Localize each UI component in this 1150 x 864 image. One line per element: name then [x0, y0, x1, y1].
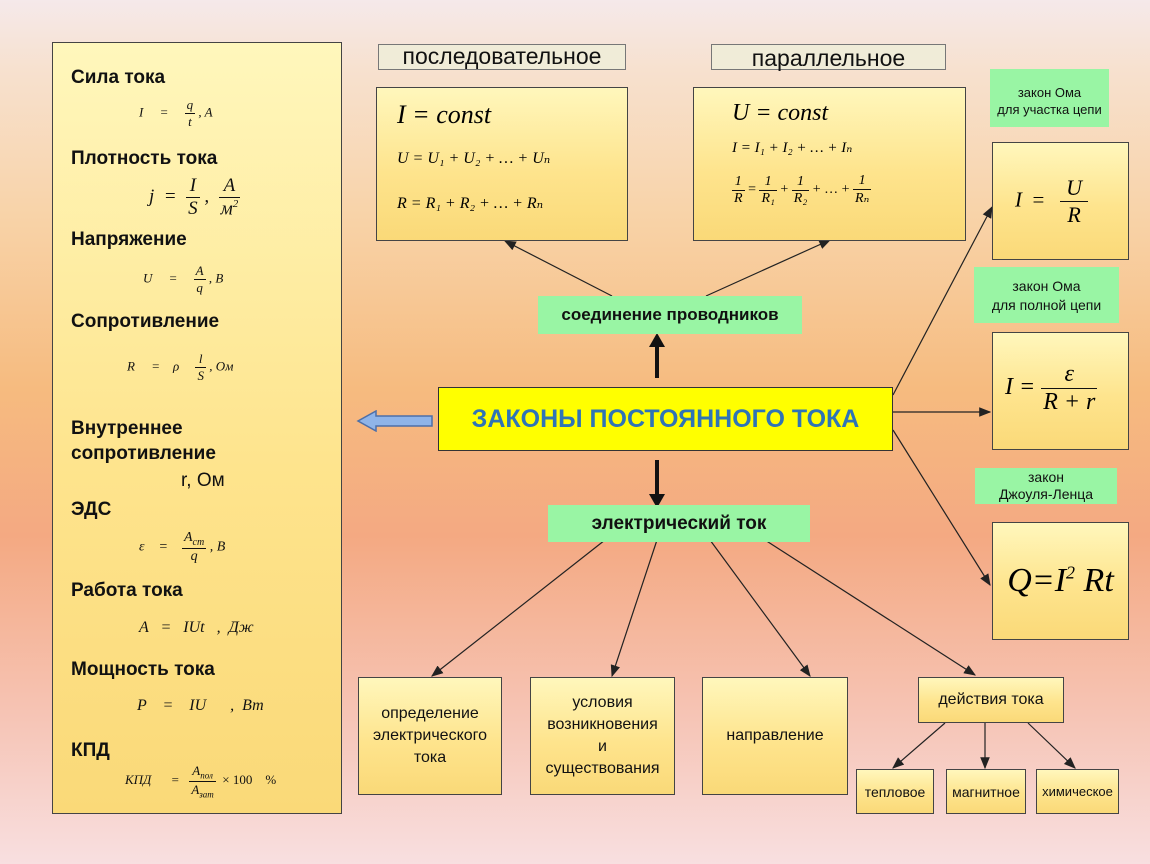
series-formula-voltage: U = U₁ + U₂ + … + Uₙ — [397, 150, 551, 167]
title-current-density: Плотность тока — [71, 148, 218, 169]
arrow-to-parallel — [705, 239, 832, 297]
series-label: последовательное — [378, 43, 626, 70]
formula-current-power: P = IU , Вт — [137, 697, 264, 714]
conditions-box: условия возникновения и существования — [530, 677, 675, 795]
ohm-section-label: закон Ома для участка цепи — [990, 69, 1109, 127]
title-current-strength: Сила тока — [71, 67, 166, 88]
arrow-to-joule — [892, 429, 991, 587]
internal-resistance-value: r, Ом — [181, 470, 225, 491]
ohm-full-label: закон Ома для полной цепи — [974, 267, 1119, 323]
arrow-to-definition — [431, 539, 606, 677]
arrow-to-conditions — [610, 539, 658, 678]
formula-current-work: A = IUt , Дж — [139, 619, 254, 636]
arrow-to-thermal — [892, 722, 946, 769]
series-formula-current: I = const — [397, 100, 492, 129]
thermal-box: тепловое — [856, 769, 934, 814]
arrow-to-actions — [764, 539, 977, 676]
arrow-to-chemical — [1027, 722, 1076, 769]
title-voltage: Напряжение — [71, 229, 187, 250]
definition-box: определение электрического тока — [358, 677, 502, 795]
arrow-to-series — [503, 240, 613, 297]
central-title-box: ЗАКОНЫ ПОСТОЯННОГО ТОКА — [438, 387, 893, 451]
magnetic-box: магнитное — [946, 769, 1026, 814]
title-emf: ЭДС — [71, 499, 112, 520]
series-formula-resistance: R = R₁ + R₂ + … + Rₙ — [397, 195, 544, 212]
arrow-to-direction — [709, 539, 811, 677]
parallel-formula-voltage: U = const — [732, 100, 829, 126]
series-formulas-box: I = const U = U₁ + U₂ + … + Uₙ R = R₁ + … — [376, 87, 628, 241]
title-internal-resistance-line1: Внутреннее — [71, 418, 183, 439]
title-current-work: Работа тока — [71, 580, 183, 601]
parallel-formula-current: I = I₁ + I₂ + … + Iₙ — [732, 140, 853, 156]
title-current-power: Мощность тока — [71, 659, 215, 680]
parallel-label: параллельное — [711, 44, 946, 71]
title-internal-resistance-line2: сопротивление — [71, 443, 216, 464]
direction-box: направление — [702, 677, 848, 795]
title-efficiency: КПД — [71, 740, 110, 761]
joule-lenz-formula-box: Q=I2 Rt — [992, 522, 1129, 640]
title-resistance: Сопротивление — [71, 311, 220, 332]
joule-lenz-label: закон Джоуля-Ленца — [975, 468, 1117, 504]
chemical-box: химическое — [1036, 769, 1119, 814]
actions-box: действия тока — [918, 677, 1064, 723]
arrow-to-ohm-section — [892, 205, 993, 396]
electric-current-label: электрический ток — [548, 505, 810, 542]
left-arrow-icon — [356, 410, 433, 432]
connection-label: соединение проводников — [538, 296, 802, 334]
